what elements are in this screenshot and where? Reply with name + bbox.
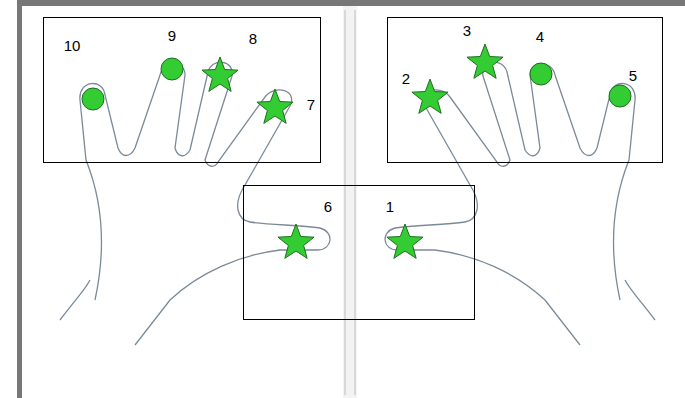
circle-marker <box>82 88 104 110</box>
star-marker <box>412 79 448 113</box>
finger-number: 3 <box>463 23 471 38</box>
finger-number: 9 <box>168 28 176 43</box>
finger-group-box: 61 <box>243 185 475 320</box>
star-marker <box>467 44 503 78</box>
star-marker <box>278 224 314 258</box>
star-marker <box>257 89 293 123</box>
hand-outline <box>80 62 330 345</box>
hand-outline <box>385 62 635 345</box>
circle-marker <box>530 63 552 85</box>
frame-bar <box>17 0 685 6</box>
star-marker <box>387 224 423 258</box>
right-hand-outline <box>385 62 655 345</box>
finger-group-box: 2 3 4 5 <box>387 17 663 163</box>
finger-number: 6 <box>324 199 332 214</box>
circle-marker <box>609 85 631 107</box>
divider-line <box>354 10 356 395</box>
finger-number: 10 <box>64 38 81 53</box>
finger-number: 4 <box>536 29 544 44</box>
hand-outline <box>60 280 90 320</box>
divider-strip <box>343 6 357 398</box>
finger-group-box: 10 9 8 7 <box>43 17 321 163</box>
circle-marker <box>161 58 183 80</box>
frame-bar <box>17 0 22 398</box>
divider-line <box>344 10 346 395</box>
left-hand-outline <box>60 62 330 345</box>
finger-number: 2 <box>402 71 410 86</box>
star-marker <box>202 57 238 91</box>
finger-number: 1 <box>386 199 394 214</box>
hand-outline <box>625 280 655 320</box>
finger-number: 5 <box>629 68 637 83</box>
finger-number: 8 <box>249 31 257 46</box>
finger-number: 7 <box>307 97 315 112</box>
